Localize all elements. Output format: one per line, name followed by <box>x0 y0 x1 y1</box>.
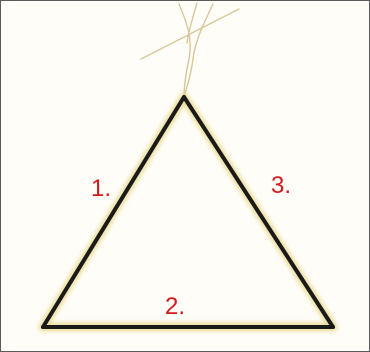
side-label-1: 1. <box>91 177 111 201</box>
hanging-strings <box>141 3 239 97</box>
triangle <box>43 97 333 327</box>
string-2 <box>184 4 213 97</box>
triangle-side-3 <box>184 97 333 327</box>
string-4 <box>187 3 197 43</box>
side-label-3: 3. <box>271 174 291 198</box>
triangle-glow <box>43 97 333 327</box>
side-label-2: 2. <box>165 295 185 319</box>
triangle-side-1 <box>43 97 184 327</box>
